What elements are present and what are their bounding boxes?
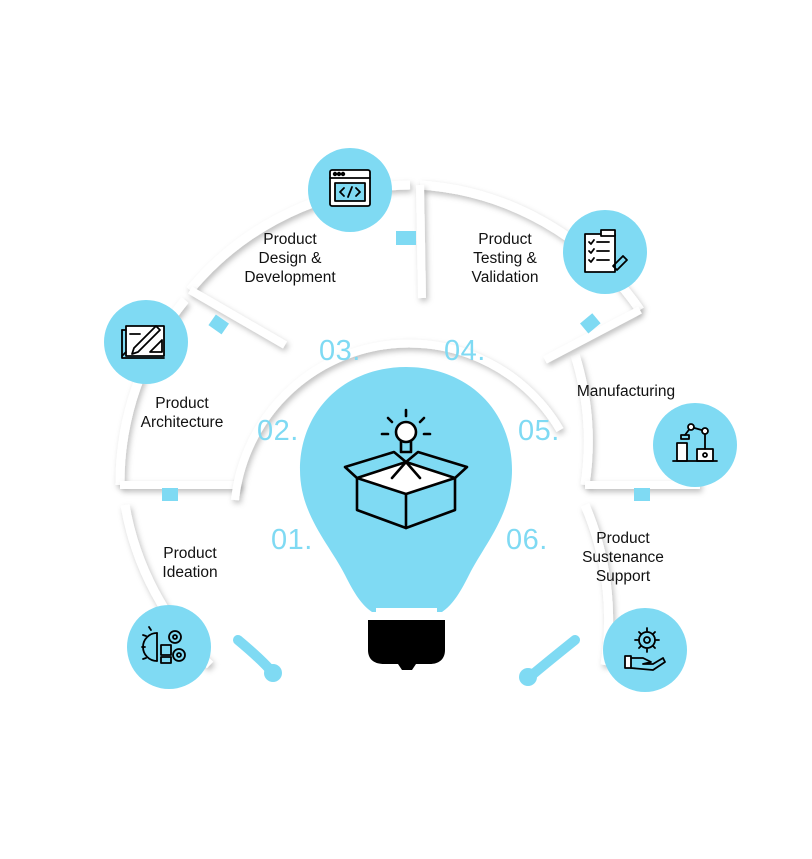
marker-4 <box>580 313 601 334</box>
step-circle-4 <box>563 210 647 294</box>
step-number-5: 05. <box>518 415 560 447</box>
inner-ring <box>231 339 564 501</box>
hand-gear-support-icon <box>624 627 666 671</box>
marker-3 <box>396 231 416 245</box>
step-label-4-line-3: Validation <box>471 269 539 286</box>
step-circle-5 <box>653 403 737 487</box>
spoke-top-left <box>187 286 288 349</box>
step-circle-3 <box>308 148 392 232</box>
step-label-4-line-1: Product <box>478 231 532 248</box>
step-label-3-line-2: Design & <box>258 250 322 267</box>
step-number-4: 04. <box>444 335 486 367</box>
inner-arc <box>231 339 564 501</box>
marker-2 <box>208 314 229 335</box>
step-label-6-line-3: Support <box>595 568 651 585</box>
step-number-3: 03. <box>319 335 361 367</box>
blueprint-pencil-icon <box>121 325 165 359</box>
arm-left-dot <box>264 664 282 682</box>
step-label-3-line-3: Development <box>244 269 336 286</box>
step-number-1: 01. <box>271 524 313 556</box>
bulb-base <box>368 620 445 670</box>
step-label-2: Product Architecture <box>122 394 242 432</box>
arm-right-dot <box>519 668 537 686</box>
code-window-icon <box>329 169 371 207</box>
step-label-1: Product Ideation <box>140 544 240 582</box>
step-circle-6 <box>603 608 687 692</box>
spokes <box>120 184 700 489</box>
step-label-4: Product Testing & Validation <box>455 230 555 287</box>
step-label-2-line-2: Architecture <box>140 414 224 431</box>
step-label-2-line-1: Product <box>155 395 209 412</box>
step-label-3-line-1: Product <box>263 231 317 248</box>
checklist-clipboard-icon <box>584 229 628 273</box>
marker-5 <box>634 488 650 501</box>
step-label-3: Product Design & Development <box>230 230 350 287</box>
step-circle-1 <box>127 605 211 689</box>
step-label-1-line-1: Product <box>163 545 217 562</box>
robot-arm-icon <box>672 423 718 462</box>
step-circle-2 <box>104 300 188 384</box>
spoke-top-right <box>543 306 642 364</box>
step-label-4-line-2: Testing & <box>473 250 537 267</box>
step-number-6: 06. <box>506 524 548 556</box>
spoke-top <box>416 184 426 299</box>
ring-markers <box>162 231 650 501</box>
step-label-1-line-2: Ideation <box>162 564 218 581</box>
idea-gears-icon <box>141 626 186 664</box>
ring-arc-right-mid <box>570 353 593 486</box>
step-label-6-line-1: Product <box>596 530 650 547</box>
step-label-5-line-1: Manufacturing <box>576 383 676 400</box>
bulb-neck <box>376 608 437 620</box>
step-label-6-line-2: Sustenance <box>582 549 664 566</box>
lightbulb-box-icon <box>343 408 469 530</box>
marker-1 <box>162 488 178 501</box>
step-label-6: Product Sustenance Support <box>568 529 678 586</box>
step-number-2: 02. <box>257 415 299 447</box>
arm-right <box>527 635 580 680</box>
step-label-5: Manufacturing <box>566 382 686 401</box>
